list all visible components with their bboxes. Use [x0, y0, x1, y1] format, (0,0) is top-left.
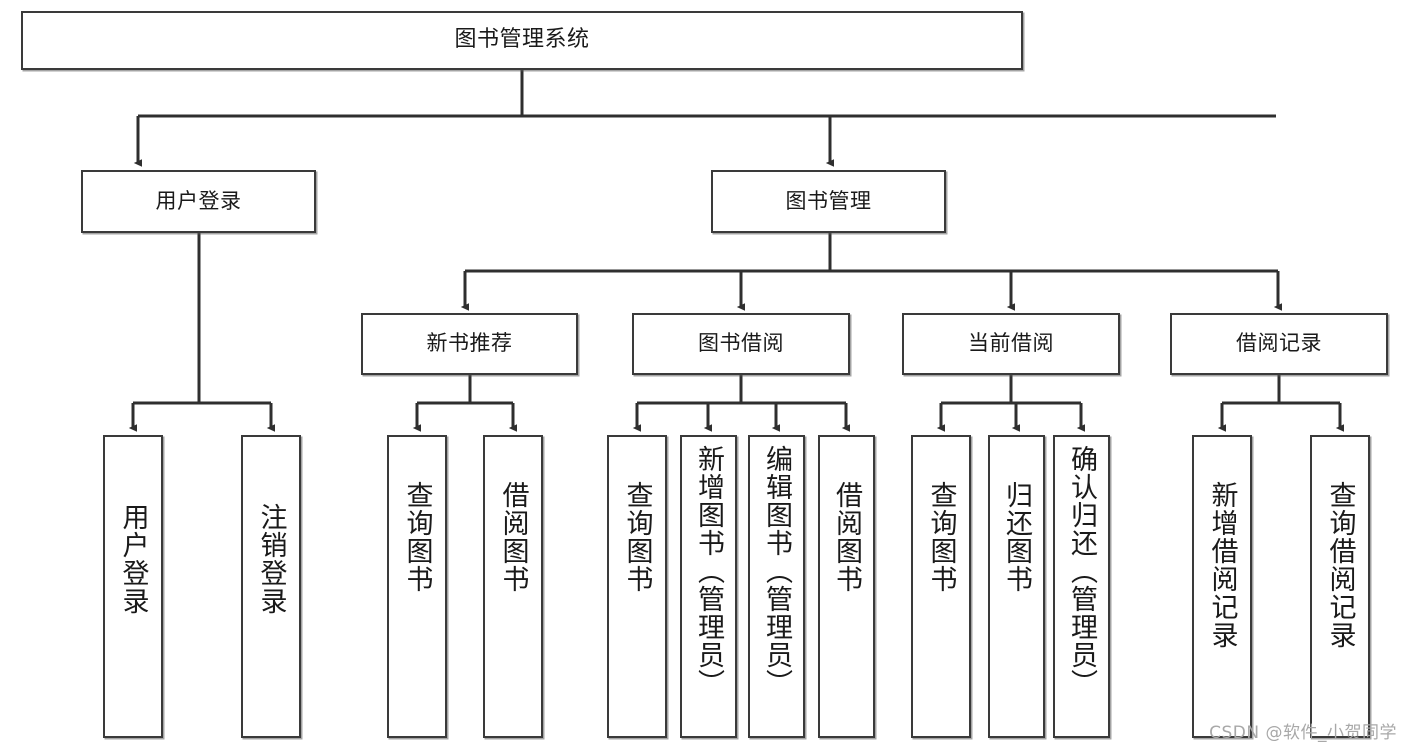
leaf-user-login-logout[interactable]: 注销登录: [241, 435, 301, 738]
leaf-book-borrow-add-admin[interactable]: 新增图书（管理员）: [680, 435, 737, 738]
leaf-user-login-login[interactable]: 用户登录: [103, 435, 163, 738]
node-label: 用户登录: [155, 188, 242, 213]
node-label: 编辑图书（管理员）: [761, 445, 792, 697]
node-label: 查询图书: [401, 481, 433, 593]
node-label: 确认归还（管理员）: [1066, 445, 1097, 697]
node-label: 新书推荐: [426, 331, 513, 356]
node-new-book-recommend[interactable]: 新书推荐: [361, 313, 578, 375]
node-label: 图书借阅: [698, 331, 784, 356]
leaf-current-borrow-query[interactable]: 查询图书: [911, 435, 971, 738]
node-label: 借阅图书: [497, 481, 529, 593]
leaf-book-borrow-borrow[interactable]: 借阅图书: [818, 435, 875, 738]
watermark-text: CSDN @软件_小贺同学: [1209, 723, 1397, 743]
node-current-borrow[interactable]: 当前借阅: [902, 313, 1120, 375]
node-label: 查询图书: [925, 481, 957, 593]
node-label: 新增借阅记录: [1206, 481, 1238, 649]
node-label: 新增图书（管理员）: [693, 445, 724, 697]
node-label: 用户登录: [117, 503, 149, 615]
node-label: 归还图书: [1001, 481, 1032, 593]
leaf-borrow-record-add[interactable]: 新增借阅记录: [1192, 435, 1252, 738]
node-user-login[interactable]: 用户登录: [81, 170, 316, 233]
leaf-current-borrow-confirm-admin[interactable]: 确认归还（管理员）: [1053, 435, 1110, 738]
node-book-borrow[interactable]: 图书借阅: [632, 313, 850, 375]
node-label: 查询借阅记录: [1324, 481, 1356, 649]
leaf-new-book-query[interactable]: 查询图书: [387, 435, 447, 738]
node-label: 借阅图书: [831, 481, 862, 593]
node-borrow-record[interactable]: 借阅记录: [1170, 313, 1388, 375]
leaf-current-borrow-return[interactable]: 归还图书: [988, 435, 1045, 738]
node-label: 图书管理: [785, 188, 872, 213]
leaf-book-borrow-query[interactable]: 查询图书: [607, 435, 667, 738]
node-book-management[interactable]: 图书管理: [711, 170, 946, 233]
node-label: 注销登录: [255, 503, 287, 615]
node-label: 借阅记录: [1236, 331, 1322, 356]
leaf-borrow-record-query[interactable]: 查询借阅记录: [1310, 435, 1370, 738]
node-root-system[interactable]: 图书管理系统: [21, 11, 1023, 70]
node-label: 查询图书: [621, 481, 653, 593]
leaf-new-book-borrow[interactable]: 借阅图书: [483, 435, 543, 738]
node-label: 图书管理系统: [454, 27, 590, 53]
leaf-book-borrow-edit-admin[interactable]: 编辑图书（管理员）: [748, 435, 805, 738]
node-label: 当前借阅: [968, 331, 1054, 356]
